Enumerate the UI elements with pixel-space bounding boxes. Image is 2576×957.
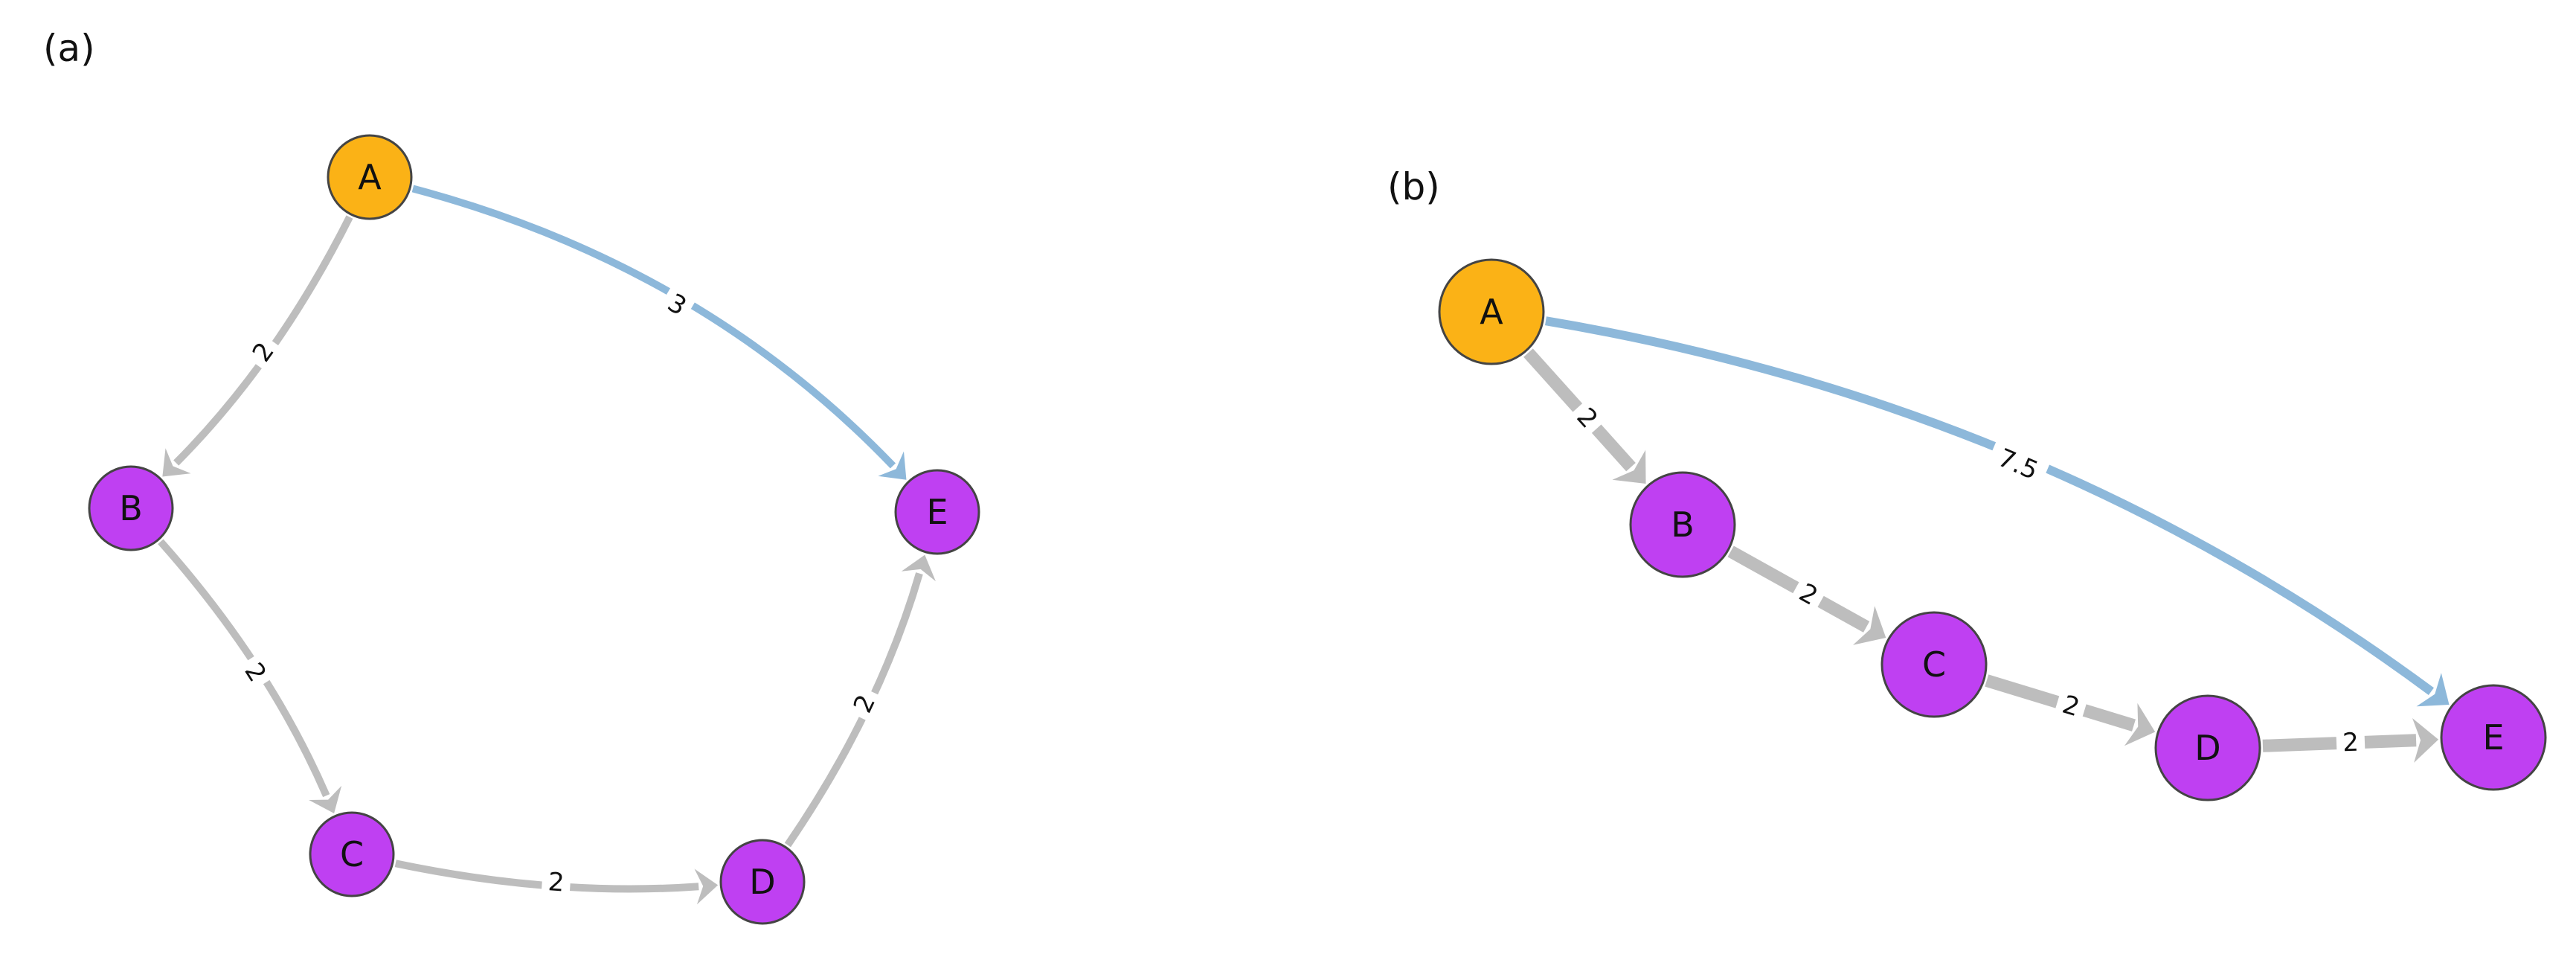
edge-weight-label: 7.5 (1985, 438, 2052, 491)
node-c: C (309, 811, 395, 897)
node-b: B (1629, 471, 1736, 578)
node-d: D (719, 839, 806, 925)
node-c: C (1880, 611, 1988, 718)
edge-b-c: 2 (1727, 545, 1886, 645)
edge-weight-label: 2 (1788, 573, 1829, 616)
node-circle (2440, 684, 2547, 791)
node-circle (309, 811, 395, 897)
node-label: A (1480, 292, 1503, 332)
node-d: D (2154, 694, 2261, 801)
edge-a-e: 7.5 (1544, 316, 2450, 707)
edge-a-b: 2 (1523, 348, 1646, 484)
edge-c-d: 2 (394, 860, 719, 905)
node-label: B (119, 488, 143, 528)
node-label: E (926, 492, 948, 532)
edge-weight-label: 2 (844, 684, 886, 724)
edge-label-bg (2052, 686, 2090, 726)
node-circle (88, 465, 174, 551)
edge-label-bg (1788, 573, 1829, 616)
arrowhead (2124, 702, 2156, 746)
node-label: E (2482, 717, 2504, 758)
node-a: A (1438, 258, 1545, 365)
edge-a-e: 3 (411, 185, 907, 480)
node-label: D (749, 862, 775, 902)
node-circle (894, 469, 980, 555)
edge-weight-text: 2 (2342, 728, 2359, 758)
edge-label-bg (2336, 726, 2365, 760)
node-e: E (2440, 684, 2547, 791)
panel-a: (a) 2 2 2 2 3 A B C D E (43, 27, 980, 925)
node-b: B (88, 465, 174, 551)
edge-weight-label: 3 (656, 283, 698, 327)
node-circle (2154, 694, 2261, 801)
edge-line (411, 185, 896, 469)
edge-weight-text: 2 (547, 867, 565, 897)
arrowhead (901, 554, 936, 582)
node-label: A (358, 157, 382, 197)
edge-label-bg (844, 684, 886, 724)
edge-label-bg (242, 331, 286, 374)
node-circle (1438, 258, 1545, 365)
panel-label: (a) (43, 27, 95, 70)
arrowhead (878, 451, 907, 480)
arrowhead (162, 448, 191, 477)
arrowhead (2412, 717, 2439, 763)
node-label: D (2194, 728, 2220, 768)
arrowhead (309, 785, 342, 813)
edge-label-bg (541, 865, 572, 900)
edge-b-c: 2 (158, 539, 342, 813)
arrowhead (2416, 673, 2450, 707)
node-label: C (340, 834, 364, 874)
edge-weight-label: 2 (2052, 686, 2090, 726)
arrowhead (694, 868, 719, 905)
node-label: B (1671, 505, 1695, 545)
edge-weight-label: 2 (2336, 726, 2365, 760)
node-circle (327, 134, 413, 220)
edge-label-bg (234, 651, 277, 694)
node-circle (1629, 471, 1736, 578)
edge-label-bg (1565, 397, 1609, 440)
edge-weight-label: 2 (541, 865, 572, 900)
edge-d-e: 2 (2262, 717, 2439, 763)
edge-a-b: 2 (162, 215, 353, 477)
panel-b: (b) 2 2 2 2 7.5 A B C D E (1387, 165, 2547, 801)
edge-d-e: 2 (784, 554, 936, 848)
node-circle (1880, 611, 1988, 718)
arrowhead (1853, 606, 1886, 645)
edge-c-d: 2 (1985, 674, 2156, 746)
edge-label-bg (656, 283, 698, 327)
edge-label-bg (1985, 438, 2052, 491)
node-label: C (1922, 644, 1946, 685)
node-a: A (327, 134, 413, 220)
node-circle (719, 839, 806, 925)
panel-label: (b) (1387, 165, 1440, 208)
node-e: E (894, 469, 980, 555)
arrowhead (1612, 449, 1646, 484)
